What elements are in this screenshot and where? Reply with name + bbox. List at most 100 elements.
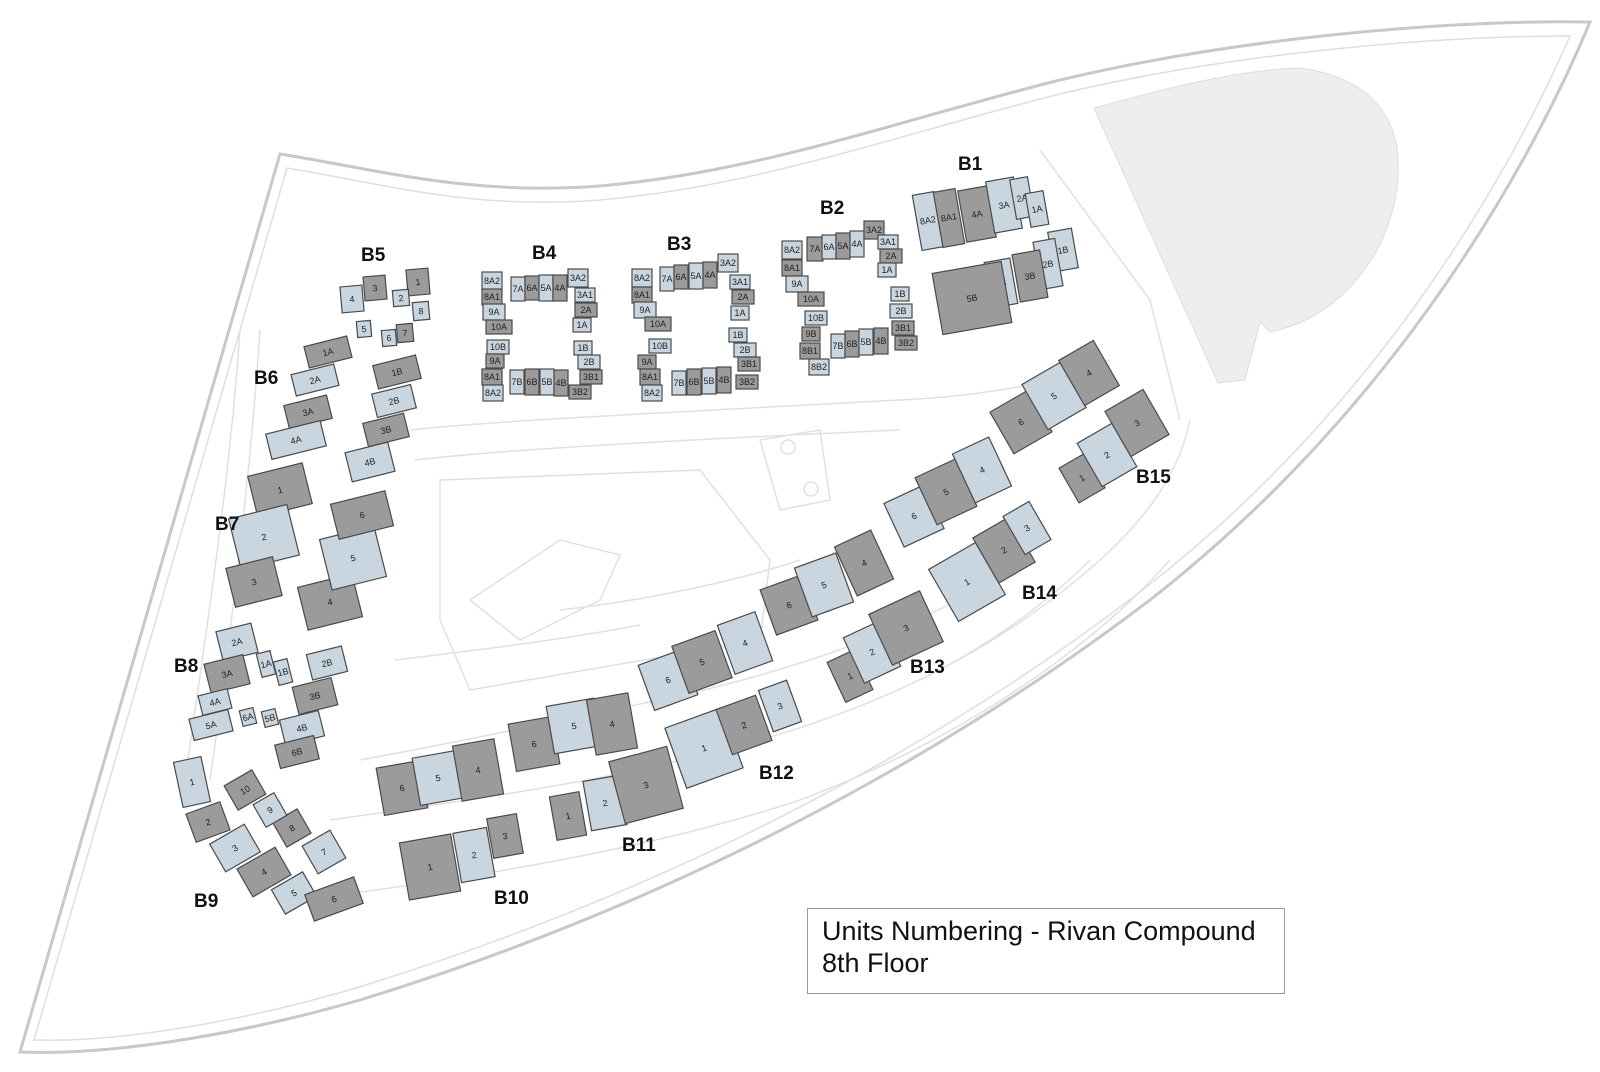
unit-b3-21: 3B1	[737, 356, 761, 372]
label-b9: B9	[194, 891, 218, 912]
unit-label: 2B	[320, 657, 333, 669]
unit-b4-13: 1B	[573, 340, 593, 356]
unit-b1-10: 5B	[931, 260, 1013, 336]
unit-label: 1A	[259, 658, 272, 670]
unit-b4-4: 4A	[552, 274, 568, 302]
unit-label: 3	[902, 623, 911, 634]
unit-b3-6: 8A1	[631, 286, 653, 304]
unit-b3-19: 5B	[701, 367, 717, 395]
unit-shape	[671, 370, 687, 396]
unit-shape	[509, 369, 525, 395]
unit-label: 3A	[301, 406, 314, 418]
unit-label: 3A	[998, 199, 1011, 211]
unit-label: 10A	[803, 294, 819, 304]
unit-shape	[781, 240, 803, 260]
unit-shape	[273, 734, 321, 770]
unit-shape	[252, 791, 288, 829]
unit-shape	[717, 253, 739, 273]
unit-label: 10B	[652, 341, 668, 351]
unit-b3-2: 6A	[673, 264, 689, 290]
label-b6: B6	[254, 368, 278, 389]
unit-label: 6	[330, 894, 338, 905]
unit-label: 3A1	[577, 290, 593, 300]
unit-label: 1	[276, 485, 283, 496]
buildings-layer: 8A28A14A3A2A1A1B2B3B4B5B8A27A6A5A4A3A28A…	[172, 176, 1170, 922]
unit-label: 9A	[489, 356, 500, 366]
unit-label: 7B	[511, 377, 522, 387]
unit-label: 1	[189, 777, 196, 788]
unit-shape	[574, 302, 598, 318]
unit-shape	[804, 310, 828, 326]
unit-label: 1B	[390, 366, 403, 378]
unit-b4-15: 2B	[577, 354, 601, 370]
unit-shape	[208, 823, 262, 873]
unit-label: 3B	[1024, 270, 1037, 282]
unit-label: 1A	[321, 346, 334, 358]
unit-label: 2A	[308, 374, 321, 386]
legend-title: Units Numbering - Rivan Compound	[822, 916, 1256, 946]
unit-shape	[405, 267, 431, 297]
unit-b3-7: 3A1	[729, 274, 751, 290]
unit-b4-14: 9A	[485, 353, 505, 369]
unit-label: 2A	[885, 251, 896, 261]
unit-b4-19: 5B	[539, 368, 555, 396]
unit-b12-5: 3	[757, 679, 803, 733]
unit-label: 8A2	[784, 245, 800, 255]
unit-shape	[731, 289, 755, 305]
unit-label: 8A1	[784, 263, 800, 273]
unit-label: 3B1	[583, 372, 599, 382]
unit-shape	[891, 320, 915, 336]
unit-b5-6: 6	[380, 328, 398, 348]
unit-shape	[172, 755, 212, 809]
unit-label: 8A2	[485, 388, 501, 398]
unit-shape	[873, 327, 889, 355]
unit-b5-1: 3	[362, 274, 388, 302]
unit-label: 9B	[805, 329, 816, 339]
unit-label: 3B2	[898, 338, 914, 348]
unit-label: 9A	[639, 305, 650, 315]
unit-label: 1B	[577, 343, 588, 353]
unit-label: 1A	[881, 265, 892, 275]
unit-b5-4: 8	[411, 300, 431, 322]
unit-b10-4: 2	[452, 826, 496, 884]
unit-label: 2B	[1042, 258, 1055, 270]
unit-shape	[1024, 190, 1050, 228]
unit-shape	[451, 738, 505, 802]
unit-b8-2: 3A	[203, 653, 251, 695]
unit-b5-0: 4	[339, 284, 365, 314]
unit-label: 4	[475, 765, 482, 776]
unit-shape	[485, 353, 505, 369]
label-b3: B3	[667, 234, 691, 255]
unit-label: 9	[265, 805, 274, 816]
unit-b14-2: 4	[951, 436, 1013, 504]
unit-label: 1B	[732, 330, 743, 340]
unit-label: 1	[1077, 473, 1086, 484]
label-b7: B7	[215, 514, 239, 535]
unit-b8-5: 6A	[238, 706, 258, 728]
unit-shape	[1002, 500, 1052, 556]
unit-shape	[686, 368, 702, 396]
unit-b15-2: 4	[1057, 339, 1121, 407]
unit-shape	[260, 707, 280, 729]
unit-b4-6: 8A1	[481, 288, 503, 306]
unit-label: 6	[1016, 417, 1025, 428]
label-b10: B10	[494, 888, 529, 909]
unit-shape	[572, 317, 592, 333]
unit-shape	[701, 367, 717, 395]
unit-label: 3A2	[720, 258, 736, 268]
unit-label: 1	[565, 811, 572, 822]
unit-shape	[867, 589, 945, 667]
unit-b4-1: 7A	[510, 276, 526, 302]
unit-b4-22: 8A2	[482, 384, 504, 402]
unit-b2-22: 8B2	[808, 358, 830, 376]
unit-label: 2	[1102, 450, 1111, 461]
unit-label: 7A	[512, 284, 523, 294]
unit-b8-6: 1B	[272, 657, 294, 687]
unit-shape	[737, 356, 761, 372]
unit-b8-0: 2A	[215, 622, 259, 662]
unit-b14-5: 3	[1002, 500, 1052, 556]
unit-label: 8A2	[919, 214, 937, 227]
unit-label: 8A1	[484, 292, 500, 302]
unit-b1-5: 1A	[1024, 190, 1050, 228]
unit-b6-1: 2A	[290, 363, 340, 397]
